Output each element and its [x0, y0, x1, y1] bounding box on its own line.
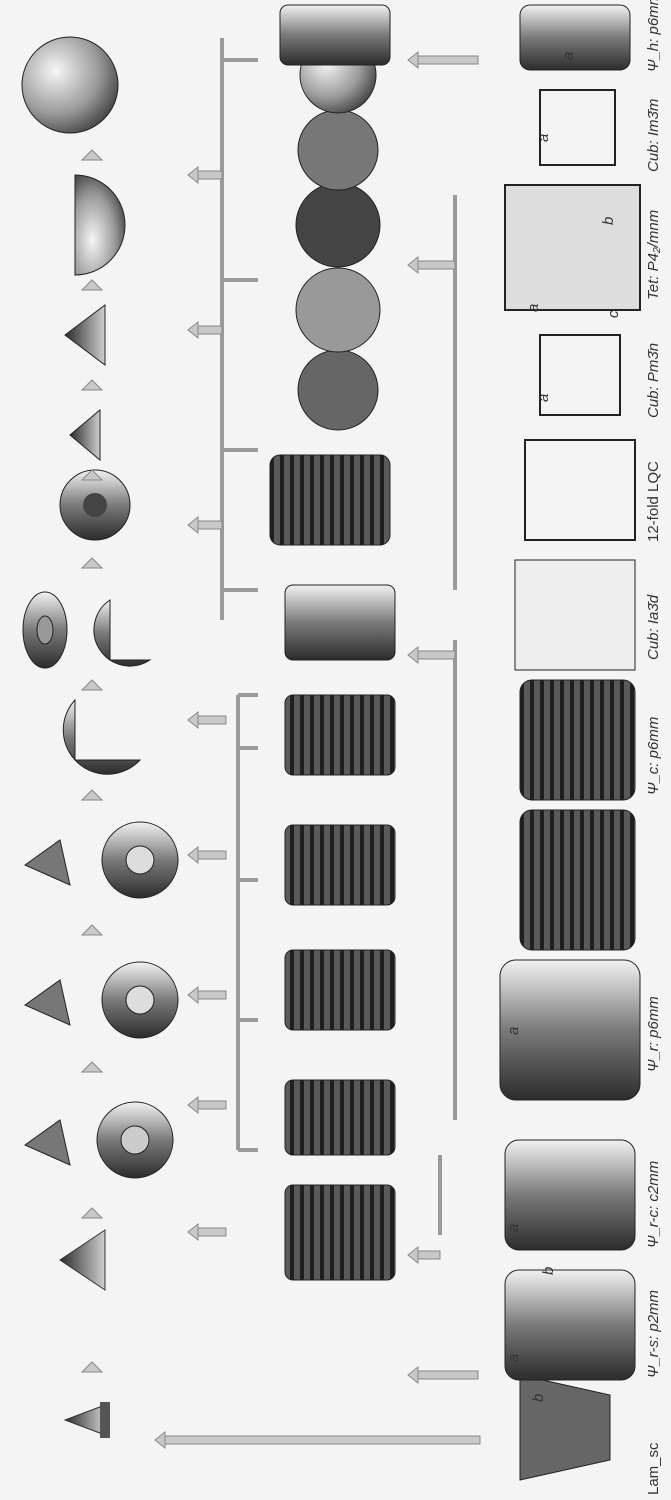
- block-sphere: [22, 37, 118, 133]
- column-lamellar: [285, 1185, 395, 1280]
- block-cone-tall-1: [70, 410, 100, 460]
- block-flower-3: [25, 822, 178, 898]
- column-stacked: [285, 1080, 395, 1155]
- lattice-p6mm-r: [500, 960, 640, 1100]
- lattice-p6mm-c: [520, 680, 635, 800]
- column-helical-1: [285, 950, 395, 1030]
- block-hemisphere: [75, 175, 125, 275]
- mesophase-row: [270, 5, 395, 1280]
- lattice-lqc: [525, 440, 635, 540]
- block-cone-tall-2: [65, 305, 105, 365]
- block-flower-1: [25, 1102, 173, 1178]
- block-half-disk: [63, 700, 140, 774]
- lattice-p6mm-h: [520, 5, 630, 70]
- lattice-row: [500, 5, 640, 1480]
- column-twisted: [270, 455, 390, 545]
- sphere-4: [298, 110, 378, 190]
- block-flower-2: [25, 962, 178, 1038]
- lattice-lamellar: [520, 1375, 610, 1480]
- block-wedge: [60, 1230, 105, 1290]
- lattice-columnar-stack: [520, 810, 635, 950]
- lattice-p2mm: [505, 1270, 635, 1380]
- column-helical-3: [285, 695, 395, 775]
- building-blocks-row: [22, 37, 178, 1438]
- sphere-1: [298, 350, 378, 430]
- column-hexagonal: [280, 5, 390, 65]
- lattice-pm3n: [540, 335, 620, 415]
- lattice-im3m: [540, 90, 615, 165]
- sphere-2: [296, 268, 380, 352]
- column-helical-2: [285, 825, 395, 905]
- sphere-3: [296, 183, 380, 267]
- block-cone-small: [65, 1402, 110, 1438]
- lattice-p42mnm: [505, 185, 640, 310]
- block-disk: [23, 592, 150, 668]
- column-tube: [285, 585, 395, 660]
- lattice-ia3d: [515, 560, 635, 670]
- lattice-c2mm: [505, 1140, 635, 1250]
